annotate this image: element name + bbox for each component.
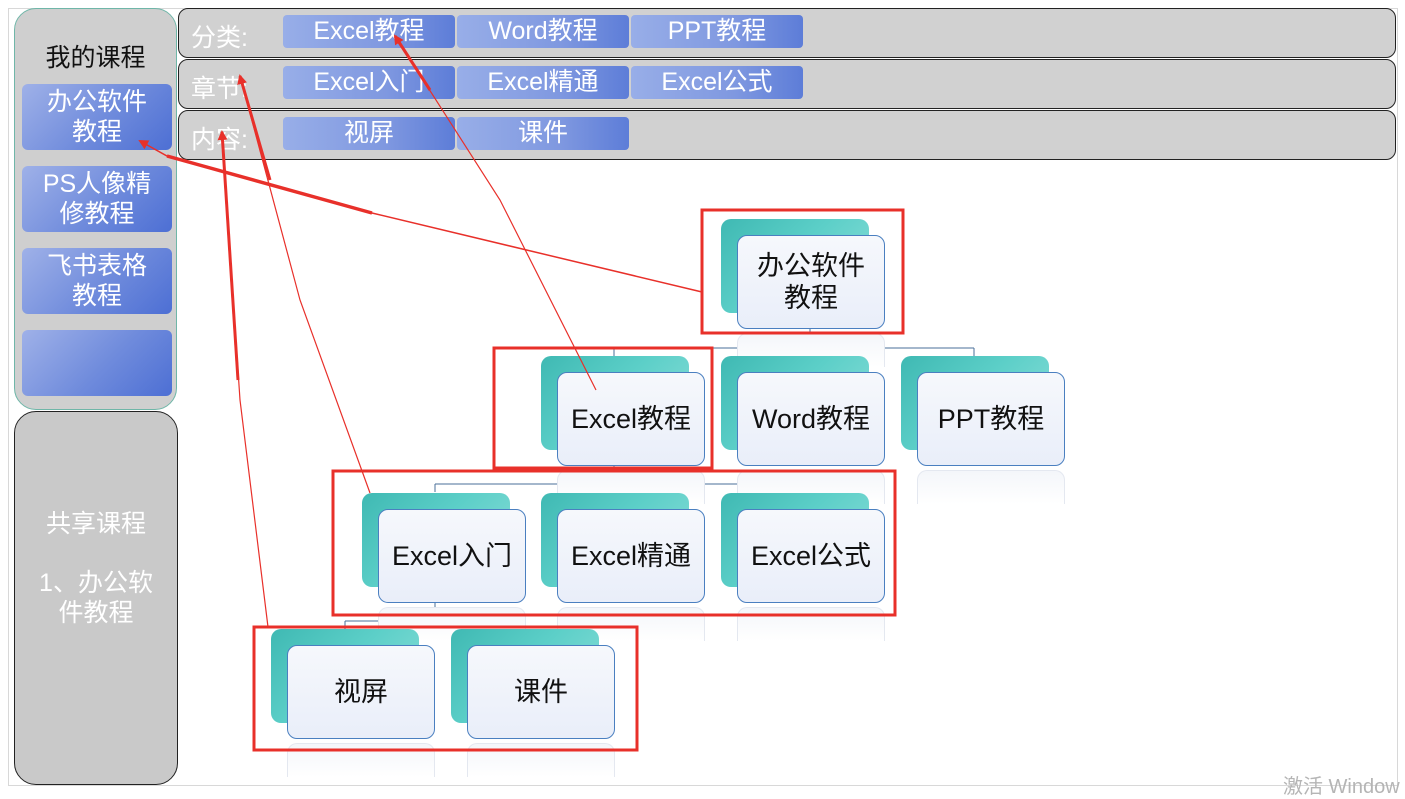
node-excel-intro[interactable]: Excel入门: [362, 493, 526, 641]
node-excel-formula[interactable]: Excel公式: [721, 493, 885, 641]
highlight-level1-box: [492, 346, 714, 470]
content-chip-video[interactable]: 视屏: [283, 117, 455, 150]
shared-courses-title: 共享课程: [45, 510, 146, 538]
shared-course-item[interactable]: 1、办公软 件教程: [39, 569, 153, 627]
course-ps-portrait[interactable]: PS人像精 修教程: [22, 166, 172, 232]
arrow-level3-to-content: [217, 130, 269, 628]
node-excel-course-label: Excel教程: [557, 372, 705, 466]
node-ppt-course[interactable]: PPT教程: [901, 356, 1065, 504]
node-excel-intro-label: Excel入门: [378, 509, 526, 603]
highlight-level2-box: [331, 469, 897, 617]
highlight-level3-box: [252, 625, 639, 752]
node-reflection: [737, 607, 885, 641]
highlight-root-box: [700, 208, 905, 335]
node-excel-course[interactable]: Excel教程: [541, 356, 705, 504]
content-chip-courseware[interactable]: 课件: [457, 117, 629, 150]
shared-courses-panel: 共享课程 1、办公软 件教程: [14, 411, 178, 785]
category-chip-word[interactable]: Word教程: [457, 15, 629, 48]
arrow-excel-to-category: [393, 34, 597, 391]
chapter-chip-master[interactable]: Excel精通: [457, 66, 629, 99]
node-root-label: 办公软件 教程: [737, 235, 885, 329]
content-bar: 内容: 视屏 课件: [178, 110, 1396, 160]
chapter-bar: 章节: Excel入门 Excel精通 Excel公式: [178, 59, 1396, 109]
node-word-course[interactable]: Word教程: [721, 356, 885, 504]
node-excel-master[interactable]: Excel精通: [541, 493, 705, 641]
node-video-label: 视屏: [287, 645, 435, 739]
course-empty-slot[interactable]: [22, 330, 172, 396]
chapter-chip-intro[interactable]: Excel入门: [283, 66, 455, 99]
category-label: 分类:: [191, 24, 248, 52]
category-chip-ppt[interactable]: PPT教程: [631, 15, 803, 48]
node-video[interactable]: 视屏: [271, 629, 435, 777]
chapter-chip-formula[interactable]: Excel公式: [631, 66, 803, 99]
category-bar: 分类: Excel教程 Word教程 PPT教程: [178, 8, 1396, 58]
activation-watermark: 激活 Window: [1283, 776, 1400, 798]
node-reflection: [917, 470, 1065, 504]
node-excel-formula-label: Excel公式: [737, 509, 885, 603]
node-courseware-label: 课件: [467, 645, 615, 739]
my-courses-title: 我的课程: [45, 44, 146, 72]
node-word-course-label: Word教程: [737, 372, 885, 466]
category-chip-excel[interactable]: Excel教程: [283, 15, 455, 48]
course-feishu-sheet[interactable]: 飞书表格 教程: [22, 248, 172, 314]
node-ppt-course-label: PPT教程: [917, 372, 1065, 466]
course-office-software[interactable]: 办公软件 教程: [22, 84, 172, 150]
node-excel-master-label: Excel精通: [557, 509, 705, 603]
